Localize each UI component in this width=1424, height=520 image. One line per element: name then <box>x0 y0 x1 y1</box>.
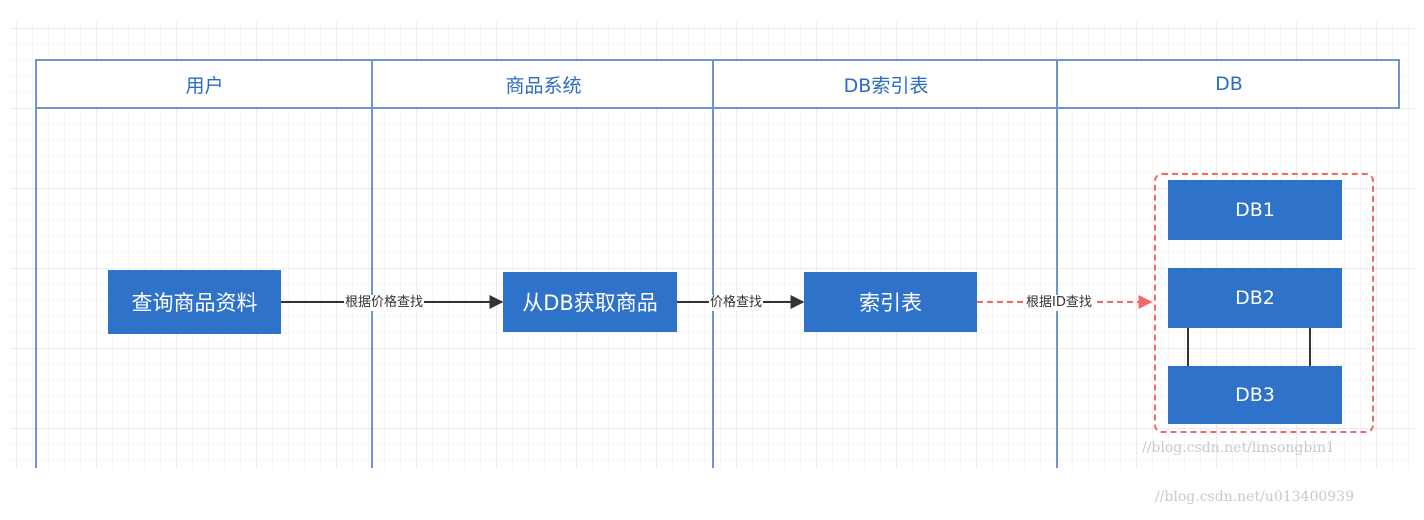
watermark-inner: //blog.csdn.net/linsongbin1 <box>1142 440 1335 456</box>
lane-title-db-index: DB索引表 <box>714 59 1058 109</box>
lane-user: 用户 <box>35 59 372 468</box>
lane-right-border <box>1398 59 1400 109</box>
watermark-outer: //blog.csdn.net/u013400939 <box>1155 489 1354 505</box>
lane-goods-system: 商品系统 <box>371 59 714 468</box>
node-db2[interactable]: DB2 <box>1168 268 1342 328</box>
node-fetch-goods[interactable]: 从DB获取商品 <box>503 272 677 332</box>
db-group-frame <box>1154 173 1374 433</box>
edge-label-index-to-db: 根据ID查找 <box>1025 295 1093 311</box>
lane-db-index: DB索引表 <box>712 59 1058 468</box>
node-db1[interactable]: DB1 <box>1168 180 1342 240</box>
node-index-table[interactable]: 索引表 <box>804 272 977 332</box>
lane-title-goods-system: 商品系统 <box>373 59 714 109</box>
lane-db: DB <box>1056 59 1400 468</box>
node-db3[interactable]: DB3 <box>1168 366 1342 424</box>
edge-label-fetch-to-index: 价格查找 <box>709 295 764 311</box>
lane-title-db: DB <box>1058 59 1400 109</box>
node-query-goods[interactable]: 查询商品资料 <box>108 270 281 334</box>
edge-label-query-to-fetch: 根据价格查找 <box>344 295 425 311</box>
lane-title-user: 用户 <box>37 59 372 109</box>
